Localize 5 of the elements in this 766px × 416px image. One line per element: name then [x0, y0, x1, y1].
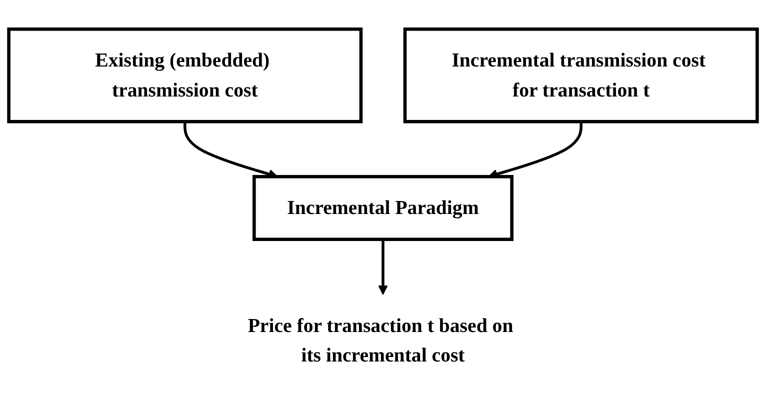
node-box: Incremental transmission cost for transaction t — [403, 28, 759, 124]
node-box: Existing (embedded) transmission cost — [7, 28, 363, 124]
arrow — [378, 239, 388, 295]
node-text: Price for transaction t based on its incremental cost — [248, 314, 514, 366]
node-box: Incremental Paradigm — [252, 174, 514, 242]
